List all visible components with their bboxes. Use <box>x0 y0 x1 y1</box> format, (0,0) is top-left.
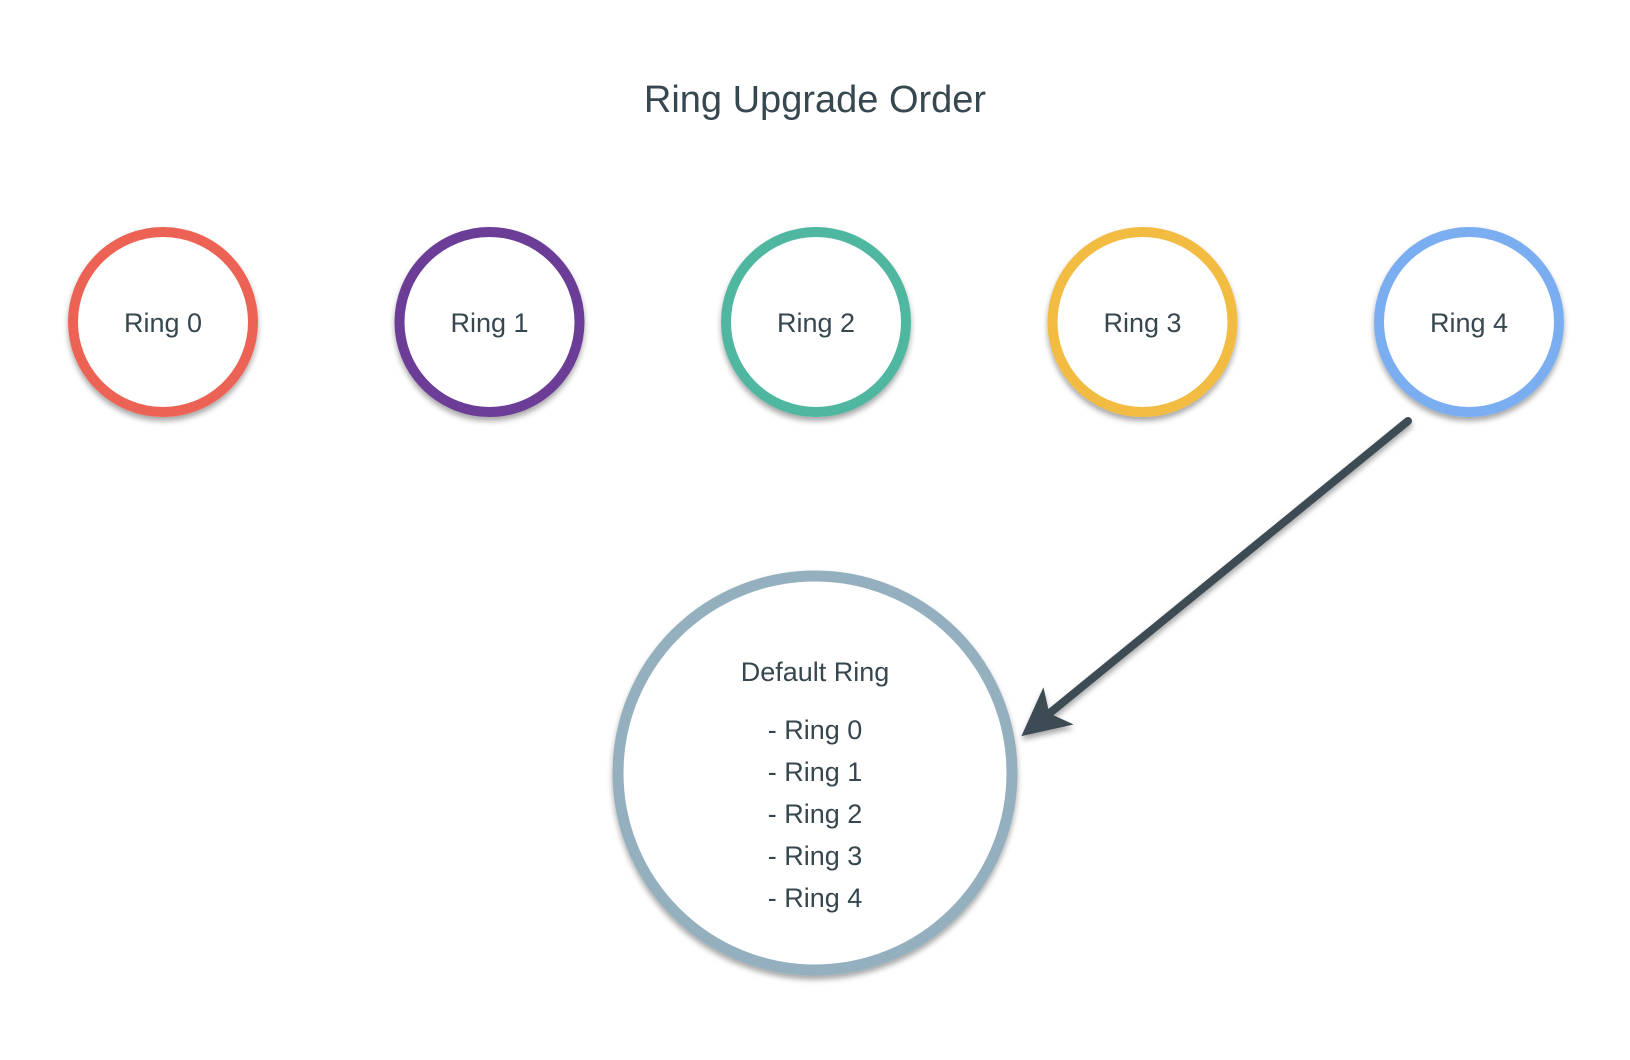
default-ring-node: Default Ring - Ring 0 - Ring 1 - Ring 2 … <box>612 570 1018 976</box>
default-ring-item: - Ring 0 <box>768 715 863 745</box>
diagram-title: Ring Upgrade Order <box>644 79 987 121</box>
ring-nodes: Ring 0 Ring 1 Ring 2 Ring 3 Ring 4 <box>68 227 1564 417</box>
connectors <box>268 292 1412 737</box>
default-ring-circle <box>612 570 1018 976</box>
arrow-connector-ring4-to-default <box>1021 417 1412 737</box>
ring-label: Ring 4 <box>1430 308 1508 338</box>
default-ring-item: - Ring 1 <box>768 757 863 787</box>
ring-label: Ring 3 <box>1103 308 1181 338</box>
default-ring-title: Default Ring <box>741 657 890 687</box>
ring-node-1: Ring 1 <box>394 227 585 417</box>
ring-node-3: Ring 3 <box>1047 227 1238 417</box>
default-ring-item: - Ring 4 <box>768 883 863 913</box>
ring-node-4: Ring 4 <box>1374 227 1564 417</box>
ring-circle <box>1374 227 1564 417</box>
ring-circle <box>394 227 585 417</box>
ring-node-2: Ring 2 <box>721 227 911 417</box>
ring-label: Ring 2 <box>777 308 855 338</box>
ring-circle <box>68 227 258 417</box>
ring-circle <box>721 227 911 417</box>
ring-label: Ring 1 <box>450 308 528 338</box>
ring-label: Ring 0 <box>124 308 202 338</box>
default-ring-item: - Ring 2 <box>768 799 863 829</box>
ring-node-0: Ring 0 <box>68 227 258 417</box>
ring-circle <box>1047 227 1238 417</box>
default-ring-item: - Ring 3 <box>768 841 863 871</box>
